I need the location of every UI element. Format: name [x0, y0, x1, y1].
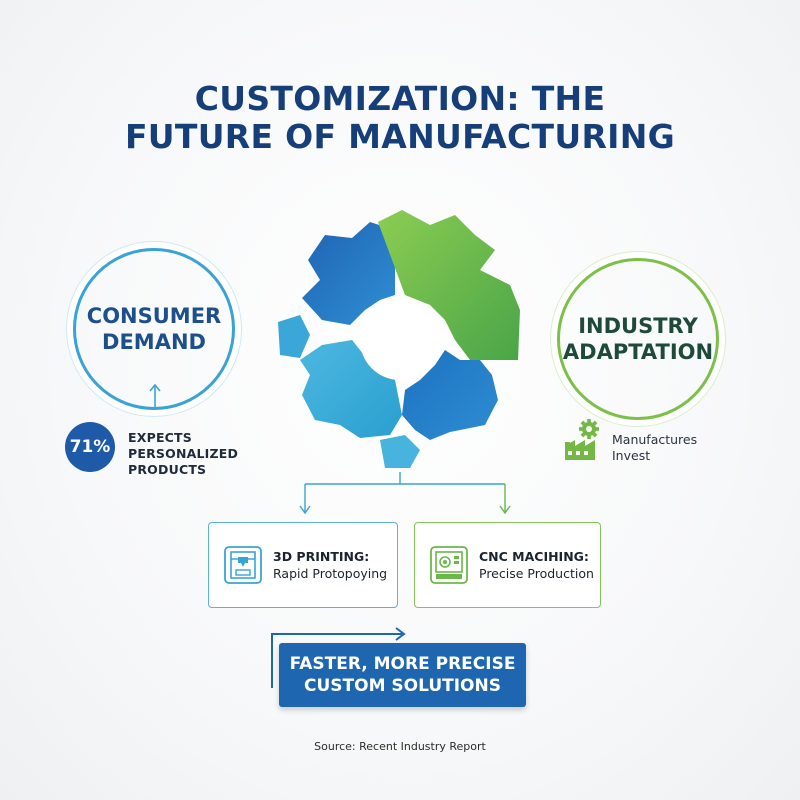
- gear-segment-bottom-right: [402, 350, 498, 440]
- gear-tooth-left: [278, 315, 310, 358]
- result-banner: FASTER, MORE PRECISE CUSTOM SOLUTIONS: [279, 643, 526, 707]
- gear-diagram: [278, 210, 520, 468]
- stat-line-2: PERSONALIZED: [128, 446, 239, 461]
- gear-tooth-bottom: [380, 435, 420, 468]
- card-3d-printing: 3D PRINTING: Rapid Protopoying: [208, 522, 398, 608]
- consumer-demand-circle: CONSUMER DEMAND: [73, 248, 235, 410]
- result-line-2: CUSTOM SOLUTIONS: [304, 676, 501, 696]
- result-arrow: [271, 627, 406, 688]
- invest-label: Manufactures Invest: [612, 432, 697, 464]
- invest-line-1: Manufactures: [612, 432, 698, 447]
- gear-segment-top-right: [378, 210, 520, 360]
- industry-line-2: ADAPTATION: [562, 340, 714, 364]
- card-cnc-heading: CNC MACIHING:: [479, 549, 589, 564]
- title-line-2: FUTURE OF MANUFACTURING: [124, 117, 676, 156]
- source-note: Source: Recent Industry Report: [314, 740, 486, 753]
- industry-line-1: INDUSTRY: [578, 314, 698, 338]
- card-cnc-machining: CNC MACIHING: Precise Production: [414, 522, 601, 608]
- card-3d-heading: 3D PRINTING:: [273, 549, 370, 564]
- page-title: CUSTOMIZATION: THE FUTURE OF MANUFACTURI…: [0, 80, 800, 156]
- card-cnc-subtext: Precise Production: [479, 566, 594, 581]
- gear-segment-bottom-left: [300, 340, 402, 438]
- industry-adaptation-circle: INDUSTRY ADAPTATION: [557, 258, 719, 420]
- card-3d-subtext: Rapid Protopoying: [273, 566, 388, 581]
- connector-arrows: [299, 472, 511, 515]
- title-line-1: CUSTOMIZATION: THE: [194, 79, 606, 118]
- stat-line-3: PRODUCTS: [128, 462, 207, 477]
- stat-description: EXPECTS PERSONALIZED PRODUCTS: [128, 430, 238, 478]
- consumer-line-1: CONSUMER: [86, 304, 222, 328]
- gear-segment-top-left: [302, 222, 395, 325]
- factory-icon: [565, 419, 599, 460]
- stat-line-1: EXPECTS: [128, 430, 192, 445]
- gear-center-hole: [360, 300, 440, 380]
- 3d-printer-icon: [224, 546, 262, 584]
- result-line-1: FASTER, MORE PRECISE: [289, 654, 516, 674]
- up-arrow-icon: [149, 383, 161, 408]
- stat-badge: 71%: [65, 422, 115, 472]
- consumer-line-2: DEMAND: [102, 330, 206, 354]
- cnc-machine-icon: [430, 546, 468, 584]
- invest-line-2: Invest: [612, 448, 651, 463]
